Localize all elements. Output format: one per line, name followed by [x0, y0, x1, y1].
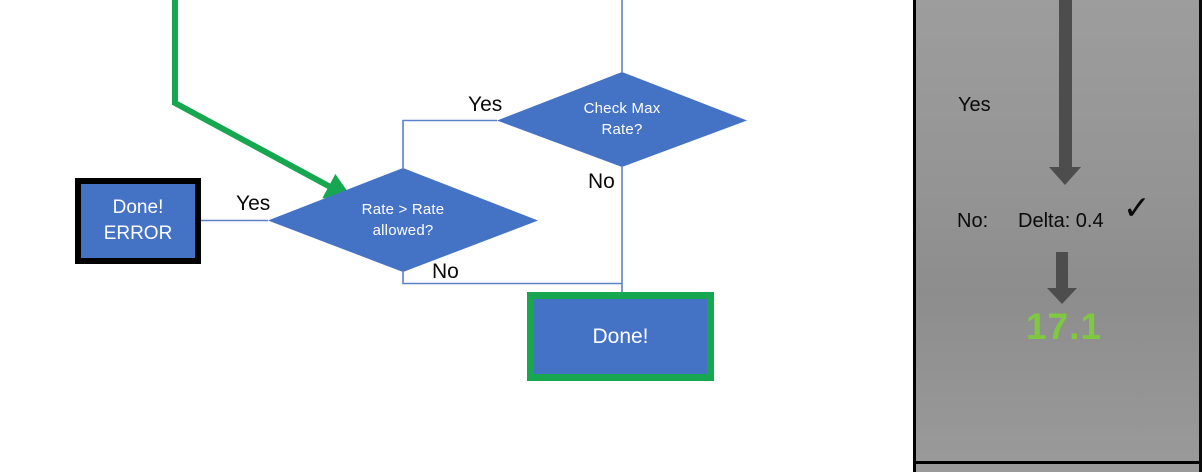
panel-yes-label: Yes: [958, 94, 991, 116]
diamond-rate-allowed: [268, 168, 538, 272]
down-arrow-icon: [1059, 0, 1072, 167]
done-error-line1: Done!: [112, 197, 164, 218]
connector-check-max-yes: [402, 119, 497, 168]
green-path-arrow: [172, 0, 354, 200]
panel-bottom-border: [916, 461, 1199, 464]
down-arrow-icon: [1049, 167, 1081, 185]
edge-label-check-max-no: No: [588, 170, 615, 193]
edge-label-rate-allowed-no: No: [432, 260, 459, 283]
done-error-line2: ERROR: [103, 223, 173, 244]
done-box: Done!: [527, 292, 714, 381]
trace-side-panel: Yes No: Delta: 0.4 ✓ 17.1: [913, 0, 1202, 472]
flowchart-graphic: [172, 0, 747, 292]
panel-delta-value: Delta: 0.4: [1018, 210, 1104, 232]
connector-rate-allowed-no: [402, 272, 622, 285]
rate-allowed-label: Rate > Rate allowed?: [361, 201, 445, 239]
down-arrow-icon: [1047, 288, 1077, 304]
edge-label-rate-allowed-yes: Yes: [236, 192, 271, 215]
done-error-box: Done! ERROR: [75, 178, 201, 264]
check-max-rate-label: Check Max Rate?: [583, 100, 661, 138]
diamond-check-max-rate: [497, 72, 747, 167]
done-box-label: Done!: [592, 324, 649, 348]
down-arrow-icon: [1056, 252, 1068, 288]
checkmark-icon: ✓: [1123, 188, 1151, 227]
panel-no-label: No:: [957, 210, 989, 232]
edge-label-check-max-yes: Yes: [468, 93, 503, 116]
panel-result-value: 17.1: [1025, 306, 1102, 347]
